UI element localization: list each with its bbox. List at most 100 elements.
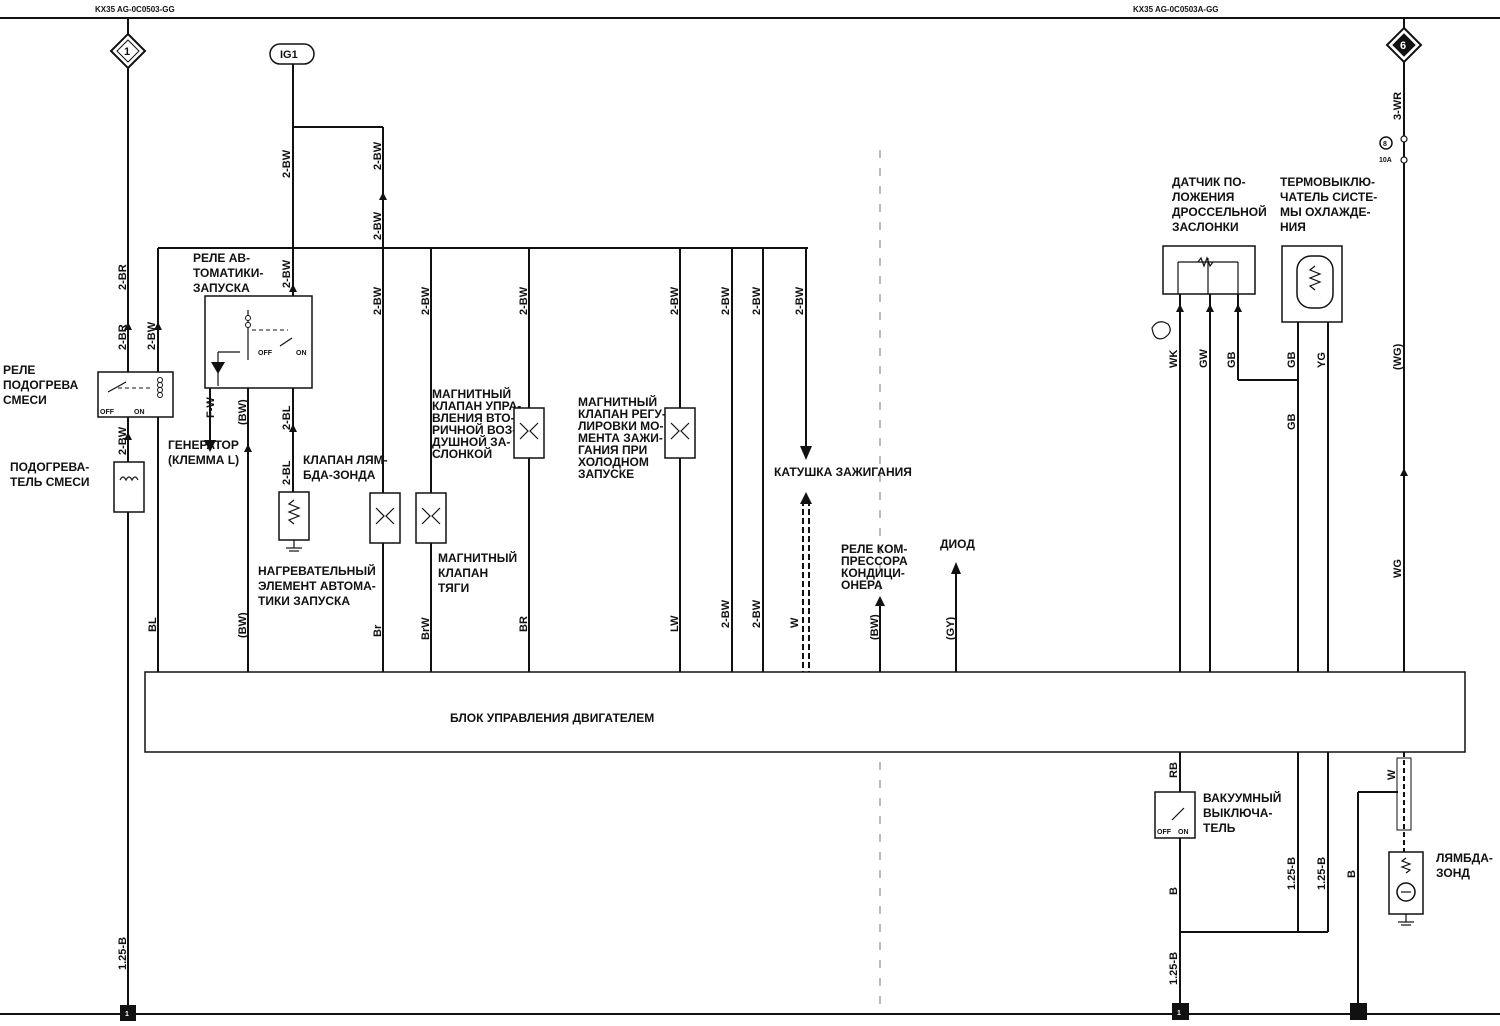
relay-on-label: ON xyxy=(296,350,307,357)
relay-off-label: OFF xyxy=(100,409,115,416)
lambda-probe xyxy=(1388,851,1424,926)
svg-text:РИЧНОЙ ВОЗ-: РИЧНОЙ ВОЗ- xyxy=(432,422,516,437)
svg-text:КЛАПАН: КЛАПАН xyxy=(438,566,488,580)
svg-text:КЛАПАН ЛЯМ-: КЛАПАН ЛЯМ- xyxy=(303,453,388,467)
wire-label-bb: BR xyxy=(518,616,530,632)
wire-label-brw: BrW xyxy=(420,617,432,640)
wire-label-w: W xyxy=(789,617,801,628)
wire-label-2bw: 2-BW xyxy=(720,599,732,628)
arrow-up xyxy=(875,596,885,606)
svg-text:ХОЛОДНОМ: ХОЛОДНОМ xyxy=(578,455,649,469)
svg-text:ЧАТЕЛЬ СИСТЕ-: ЧАТЕЛЬ СИСТЕ- xyxy=(1280,190,1377,204)
lambda-probe-label: ЛЯМБДА- ЗОНД xyxy=(1436,851,1493,880)
fuse-number: 8 xyxy=(1383,141,1387,148)
wire-label-2bw: 2-BW xyxy=(372,141,384,170)
ig1-connector: IG1 xyxy=(269,43,315,65)
throttle-position-sensor xyxy=(1162,245,1256,295)
wire-label-gb: GB xyxy=(1286,413,1298,430)
wire-label-2bw: 2-BW xyxy=(281,149,293,178)
wire-label-125b: 1.25-B xyxy=(117,937,129,970)
thrust-valve xyxy=(415,492,447,544)
ground-connector-mid: 1 xyxy=(1172,1003,1189,1020)
arrow-up xyxy=(800,492,812,504)
wire-label-w: W xyxy=(1386,769,1398,780)
svg-text:НАГРЕВАТЕЛЬНЫЙ: НАГРЕВАТЕЛЬНЫЙ xyxy=(258,563,376,578)
auto-start-relay: OFF ON xyxy=(204,295,313,389)
svg-text:ДАТЧИК ПО-: ДАТЧИК ПО- xyxy=(1172,175,1246,189)
valve-solenoid-br xyxy=(369,492,401,544)
wire-label-2bw: 2-BW xyxy=(518,286,530,315)
svg-text:ТЕРМОВЫКЛЮ-: ТЕРМОВЫКЛЮ- xyxy=(1280,175,1375,189)
mix-heater xyxy=(113,461,145,513)
fuse-rating: 10A xyxy=(1379,157,1392,164)
connector-6-label: 6 xyxy=(1400,40,1406,52)
wire-label-2bw: 2-BW xyxy=(794,286,806,315)
svg-text:ЛОЖЕНИЯ: ЛОЖЕНИЯ xyxy=(1172,190,1234,204)
svg-text:1: 1 xyxy=(1177,1010,1181,1017)
svg-text:МЕНТА ЗАЖИ-: МЕНТА ЗАЖИ- xyxy=(578,431,663,445)
ecu-label: БЛОК УПРАВЛЕНИЯ ДВИГАТЕЛЕМ xyxy=(450,711,654,725)
wire-label-rb: RB xyxy=(1168,762,1180,778)
arrow-down xyxy=(204,440,216,452)
heating-element xyxy=(278,491,310,552)
wire-label-125b: 1.25-B xyxy=(1316,857,1328,890)
svg-text:ЭЛЕМЕНТ АВТОМА-: ЭЛЕМЕНТ АВТОМА- xyxy=(258,579,376,593)
wire-label-br: Br xyxy=(372,624,384,637)
wire-label-b: B xyxy=(1346,870,1358,878)
ig1-label: IG1 xyxy=(280,49,298,61)
svg-text:ГАНИЯ ПРИ: ГАНИЯ ПРИ xyxy=(578,443,647,457)
wire-arrowheads xyxy=(124,192,1408,476)
wire-label-lw: LW xyxy=(669,615,681,632)
wire-label-bw: (BW) xyxy=(237,612,249,638)
ground-connector-right xyxy=(1350,1003,1367,1020)
svg-text:ПОДОГРЕВА: ПОДОГРЕВА xyxy=(3,378,79,392)
wire-label-125b: 1.25-B xyxy=(1168,952,1180,985)
coolant-thermoswitch xyxy=(1281,245,1343,323)
svg-text:ДРОССЕЛЬНОЙ: ДРОССЕЛЬНОЙ xyxy=(1172,204,1267,219)
mix-heater-relay: OFF ON xyxy=(97,371,174,418)
svg-text:МАГНИТНЫЙ: МАГНИТНЫЙ xyxy=(578,394,657,409)
svg-text:ПРЕССОРА: ПРЕССОРА xyxy=(841,554,908,568)
wire-label-bw: (BW) xyxy=(869,614,881,640)
wire-label-wg: (WG) xyxy=(1392,343,1404,370)
wire-label-b: B xyxy=(1168,887,1180,895)
svg-text:(КЛЕММА L): (КЛЕММА L) xyxy=(168,453,239,467)
connector-1-top: 1 xyxy=(109,32,147,70)
mix-heater-label: ПОДОГРЕВА- ТЕЛЬ СМЕСИ xyxy=(10,460,90,489)
svg-text:КОНДИЦИ-: КОНДИЦИ- xyxy=(841,566,905,580)
vacuum-switch: OFF ON xyxy=(1154,791,1196,839)
wire-label-gb: GB xyxy=(1226,351,1238,368)
relay-on-label: ON xyxy=(134,409,145,416)
svg-text:КЛАПАН УПРА-: КЛАПАН УПРА- xyxy=(432,399,521,413)
relay-off-label: OFF xyxy=(258,350,273,357)
svg-text:НИЯ: НИЯ xyxy=(1280,220,1306,234)
header-right-ref: KX35 AG-0C0503A-GG xyxy=(1133,5,1219,14)
svg-text:ЛЯМБДА-: ЛЯМБДА- xyxy=(1436,851,1493,865)
wire-label-bw: (BW) xyxy=(237,399,249,425)
svg-text:ВЛЕНИЯ ВТО-: ВЛЕНИЯ ВТО- xyxy=(432,411,515,425)
wire-label-wk: WK xyxy=(1168,350,1180,368)
wire-label-125b: 1.25-B xyxy=(1286,857,1298,890)
wire-label-2br: 2-BR xyxy=(117,264,129,290)
wire-label-2bw: 2-BW xyxy=(372,286,384,315)
svg-text:ОНЕРА: ОНЕРА xyxy=(841,578,883,592)
svg-text:РЕЛЕ: РЕЛЕ xyxy=(3,363,35,377)
lambda-valve-label: КЛАПАН ЛЯМ- БДА-ЗОНДА xyxy=(303,453,388,482)
mix-heater-relay-label: РЕЛЕ ПОДОГРЕВА СМЕСИ xyxy=(3,363,79,407)
wire-label-gb: GB xyxy=(1286,351,1298,368)
arrow-up xyxy=(951,562,961,574)
ecu-block xyxy=(144,671,1466,753)
wire-label-3wr: 3-WR xyxy=(1392,92,1404,120)
shield-sleeve xyxy=(1396,757,1412,831)
arrow-down xyxy=(800,446,812,460)
fuse: 8 10A xyxy=(1379,135,1408,164)
ground-connector-left: 1 xyxy=(120,1005,136,1021)
svg-text:ГЕНЕРАТОР: ГЕНЕРАТОР xyxy=(168,438,239,452)
wire-label-2bw: 2-BW xyxy=(720,286,732,315)
svg-text:КЛАПАН РЕГУ-: КЛАПАН РЕГУ- xyxy=(578,407,666,421)
generator-label: ГЕНЕРАТОР (КЛЕММА L) xyxy=(168,438,239,467)
vacuum-switch-label: ВАКУУМНЫЙ ВЫКЛЮЧА- ТЕЛЬ xyxy=(1203,790,1281,835)
wire-label-2br: 2-BR xyxy=(117,324,129,350)
svg-text:ТИКИ ЗАПУСКА: ТИКИ ЗАПУСКА xyxy=(258,594,350,608)
